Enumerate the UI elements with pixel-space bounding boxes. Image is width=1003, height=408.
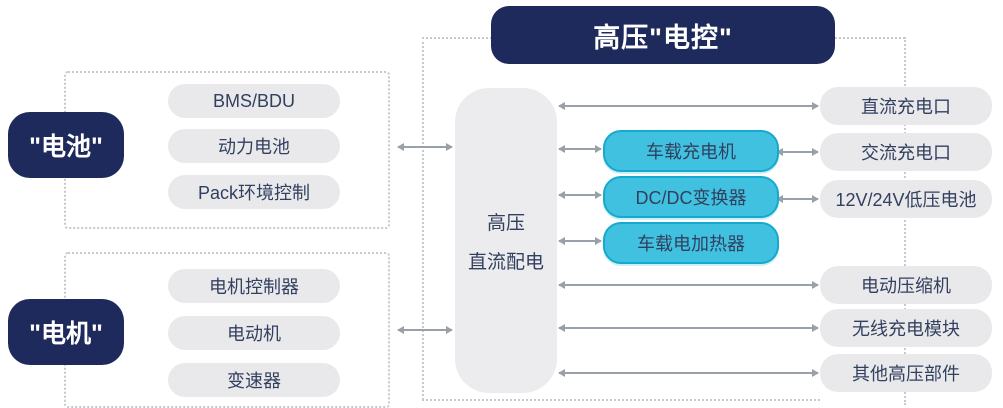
- motor-item-gearbox: 变速器: [168, 363, 340, 397]
- motor-label: "电机": [8, 299, 124, 365]
- motor-item-motor: 电动机: [168, 316, 340, 350]
- hv-zone-top-left-dotted-line: [422, 37, 492, 39]
- node-onboard-charger: 车载充电机: [603, 130, 779, 172]
- node-electric-heater: 车载电加热器: [603, 222, 779, 264]
- node-other-hv-parts: 其他高压部件: [820, 354, 992, 392]
- node-wireless-charging: 无线充电模块: [820, 309, 992, 347]
- battery-item-bms-bdu: BMS/BDU: [168, 84, 340, 118]
- arrow-distribution-to-wireless: [558, 324, 819, 332]
- node-ac-charge-port: 交流充电口: [820, 133, 992, 171]
- hv-zone-right-dotted-line: [904, 37, 906, 405]
- arrow-distribution-to-obc: [558, 145, 602, 153]
- hv-dc-distribution-box: 高压 直流配电: [455, 88, 557, 393]
- arrow-distribution-to-dcdc: [558, 191, 602, 199]
- motor-item-controller: 电机控制器: [168, 269, 340, 303]
- battery-item-power-battery: 动力电池: [168, 129, 340, 163]
- arrow-distribution-to-heater: [558, 237, 602, 245]
- arrow-distribution-to-other: [558, 369, 819, 377]
- node-electric-compressor: 电动压缩机: [820, 266, 992, 304]
- hv-zone-bottom-dotted-line: [422, 399, 820, 401]
- hv-zone-left-dotted-line: [422, 37, 424, 400]
- arrow-distribution-to-compressor: [558, 281, 819, 289]
- node-dc-charge-port: 直流充电口: [820, 87, 992, 125]
- battery-item-pack-env: Pack环境控制: [168, 175, 340, 209]
- battery-label: "电池": [8, 112, 124, 178]
- arrow-distribution-to-dc-port: [558, 102, 819, 110]
- node-lv-battery: 12V/24V低压电池: [820, 180, 992, 218]
- hv-dc-distribution-line1: 高压: [486, 212, 525, 234]
- hv-dc-distribution-line2: 直流配电: [467, 251, 544, 273]
- arrow-obc-to-ac-port: [776, 148, 819, 156]
- hv-control-title: 高压"电控": [491, 6, 835, 64]
- hv-zone-top-right-dotted-line: [835, 37, 905, 39]
- arrow-dcdc-to-lv-battery: [776, 195, 819, 203]
- arrow-motor-to-distribution: [397, 326, 453, 334]
- arrow-battery-to-distribution: [397, 143, 453, 151]
- node-dcdc-converter: DC/DC变换器: [603, 176, 779, 218]
